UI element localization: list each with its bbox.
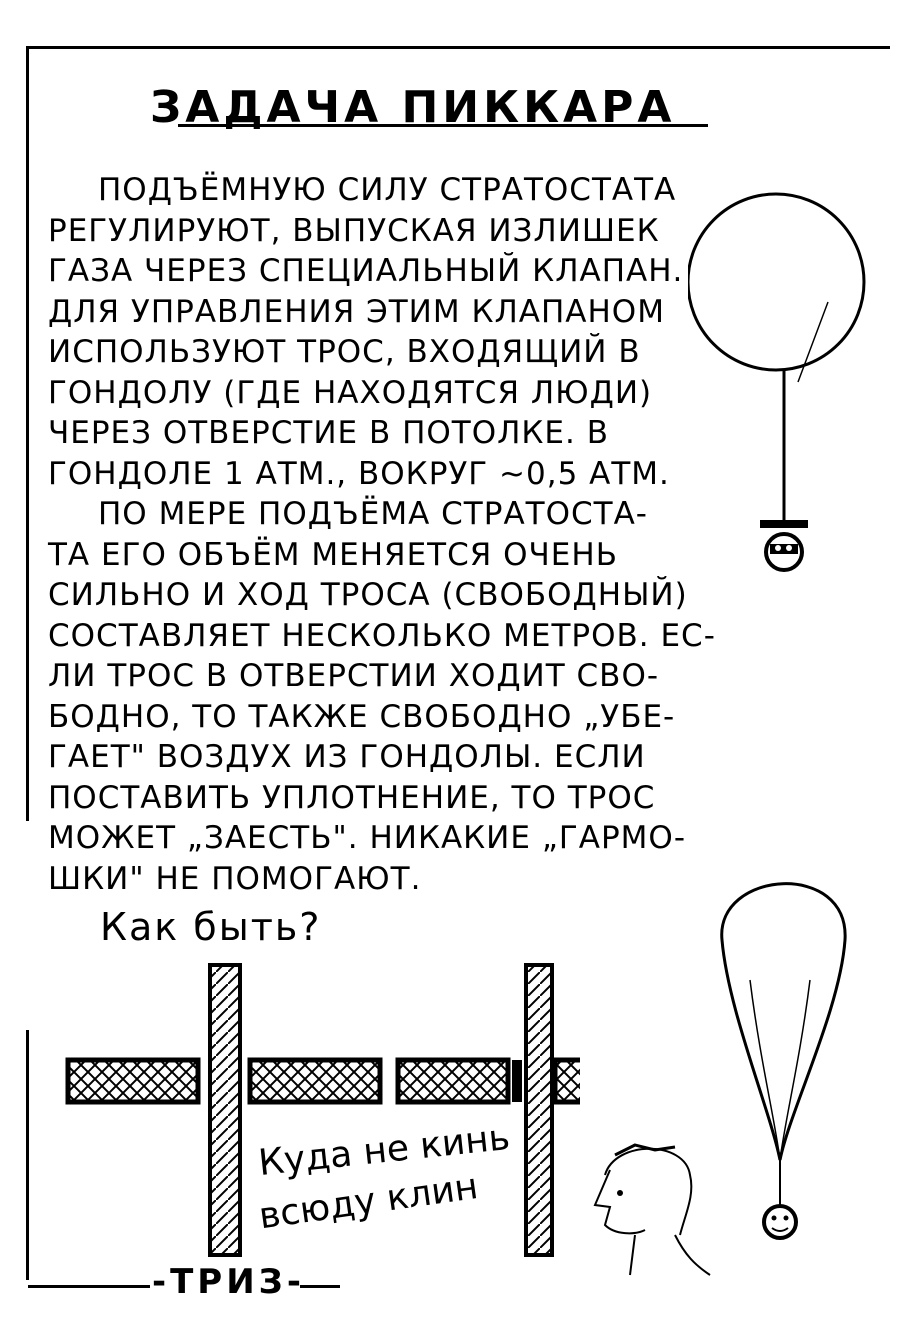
text-line: ли трос в отверстии ходит сво- bbox=[48, 658, 660, 694]
question-text: Как быть? bbox=[100, 905, 322, 949]
text-line: гондолу (где находятся люди) bbox=[48, 374, 653, 411]
text-line: через отверстие в потолке. В bbox=[48, 415, 609, 451]
text-line: регулируют, выпуская излишек bbox=[48, 212, 660, 249]
frame-top-border bbox=[28, 46, 890, 49]
text-line: поставить уплотнение, то трос bbox=[48, 779, 656, 816]
text-line: сильно и ход троса (свободный) bbox=[48, 577, 688, 613]
text-line: составляет несколько метров. Ес- bbox=[48, 617, 716, 654]
frame-bottom-border-right bbox=[300, 1285, 340, 1288]
frame-bottom-border bbox=[28, 1285, 150, 1288]
text-line: Подъёмную силу стратостата bbox=[98, 172, 677, 208]
text-line: гондоле 1 атм., вокруг ~0,5 атм. bbox=[48, 455, 670, 492]
text-line: бодно, то также свободно „убе- bbox=[48, 698, 676, 735]
text-line: может „заесть". Никакие „гармо- bbox=[48, 820, 687, 856]
thinking-man-illustration bbox=[593, 1143, 711, 1276]
text-line: гает" воздух из гондолы. Если bbox=[48, 739, 646, 775]
ceiling-opening-diagram bbox=[65, 963, 580, 1257]
launch-balloon-illustration bbox=[720, 882, 847, 1240]
text-line: шки" не помогают. bbox=[48, 860, 422, 897]
text-line: газа через специальный клапан. bbox=[48, 253, 684, 289]
text-line: Для управления этим клапаном bbox=[48, 293, 665, 330]
diagram-caption: Куда не кинь всюду клин bbox=[256, 1117, 511, 1237]
text-line: По мере подъёма стратоста- bbox=[98, 496, 648, 532]
body-text: Подъёмную силу стратостата регулируют, в… bbox=[48, 170, 716, 899]
text-line: та его объём меняется очень bbox=[48, 536, 618, 573]
frame-left-border-lower bbox=[26, 1030, 29, 1280]
triz-logo: -ТРИЗ- bbox=[152, 1262, 305, 1302]
stratostat-balloon-illustration bbox=[688, 192, 866, 572]
text-line: используют трос, входящий в bbox=[48, 334, 641, 370]
title-underline bbox=[178, 124, 708, 127]
frame-left-border bbox=[26, 46, 29, 821]
